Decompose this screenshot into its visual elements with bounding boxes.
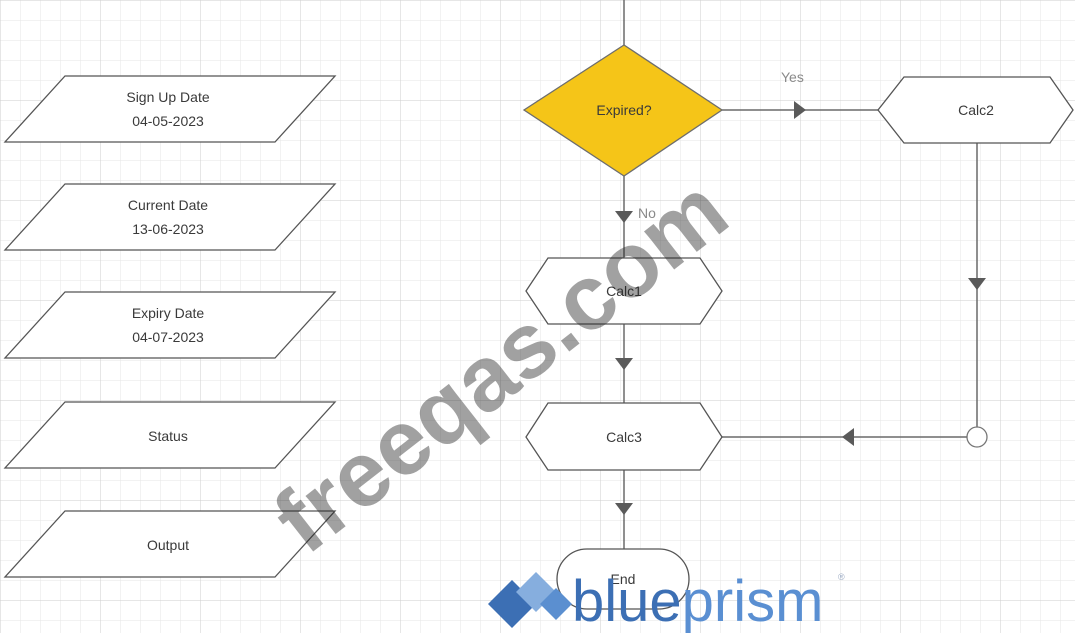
arrow-head [842,428,854,446]
data-item-status[interactable]: Status [3,401,337,469]
arrow-head [615,503,633,515]
data-item-output[interactable]: Output [3,510,337,578]
calc-label: Calc3 [606,429,642,445]
logo-part-prism: prism [682,569,824,633]
decision-expired[interactable]: Expired? [522,44,724,177]
yes-label: Yes [781,69,804,85]
data-item-expiry-date[interactable]: Expiry Date 04-07-2023 [3,291,337,359]
calc-stage-calc1[interactable]: Calc1 [525,257,723,325]
logo-wordmark: blueprism [572,569,823,633]
junction-point[interactable] [966,426,988,448]
arrow-head [615,358,633,370]
data-item-label: Current Date [128,197,208,213]
data-item-label: Output [147,537,189,553]
data-item-value: 04-07-2023 [132,329,204,345]
connectors [615,0,988,549]
data-item-value: 04-05-2023 [132,113,204,129]
end-stage[interactable]: End [556,548,690,610]
blueprism-logo: blueprism ® [488,569,845,633]
data-item-label: Status [148,428,188,444]
blueprism-logo-mark-icon [488,572,572,628]
logo-registered: ® [838,572,845,582]
logo-part-blue: blue [572,569,682,633]
data-item-label: Expiry Date [132,305,205,321]
calc-label: Calc1 [606,283,642,299]
data-item-sign-up-date[interactable]: Sign Up Date 04-05-2023 [3,75,337,143]
calc-label: Calc2 [958,102,994,118]
data-item-value: 13-06-2023 [132,221,204,237]
decision-label: Expired? [596,102,651,118]
data-item-label: Sign Up Date [126,89,209,105]
arrow-head [794,101,806,119]
end-label: End [611,571,636,587]
no-label: No [638,205,656,221]
arrow-head [968,278,986,290]
data-item-current-date[interactable]: Current Date 13-06-2023 [3,183,337,251]
calc-stage-calc3[interactable]: Calc3 [525,402,723,471]
arrow-head [615,211,633,223]
calc-stage-calc2[interactable]: Calc2 [877,76,1074,144]
